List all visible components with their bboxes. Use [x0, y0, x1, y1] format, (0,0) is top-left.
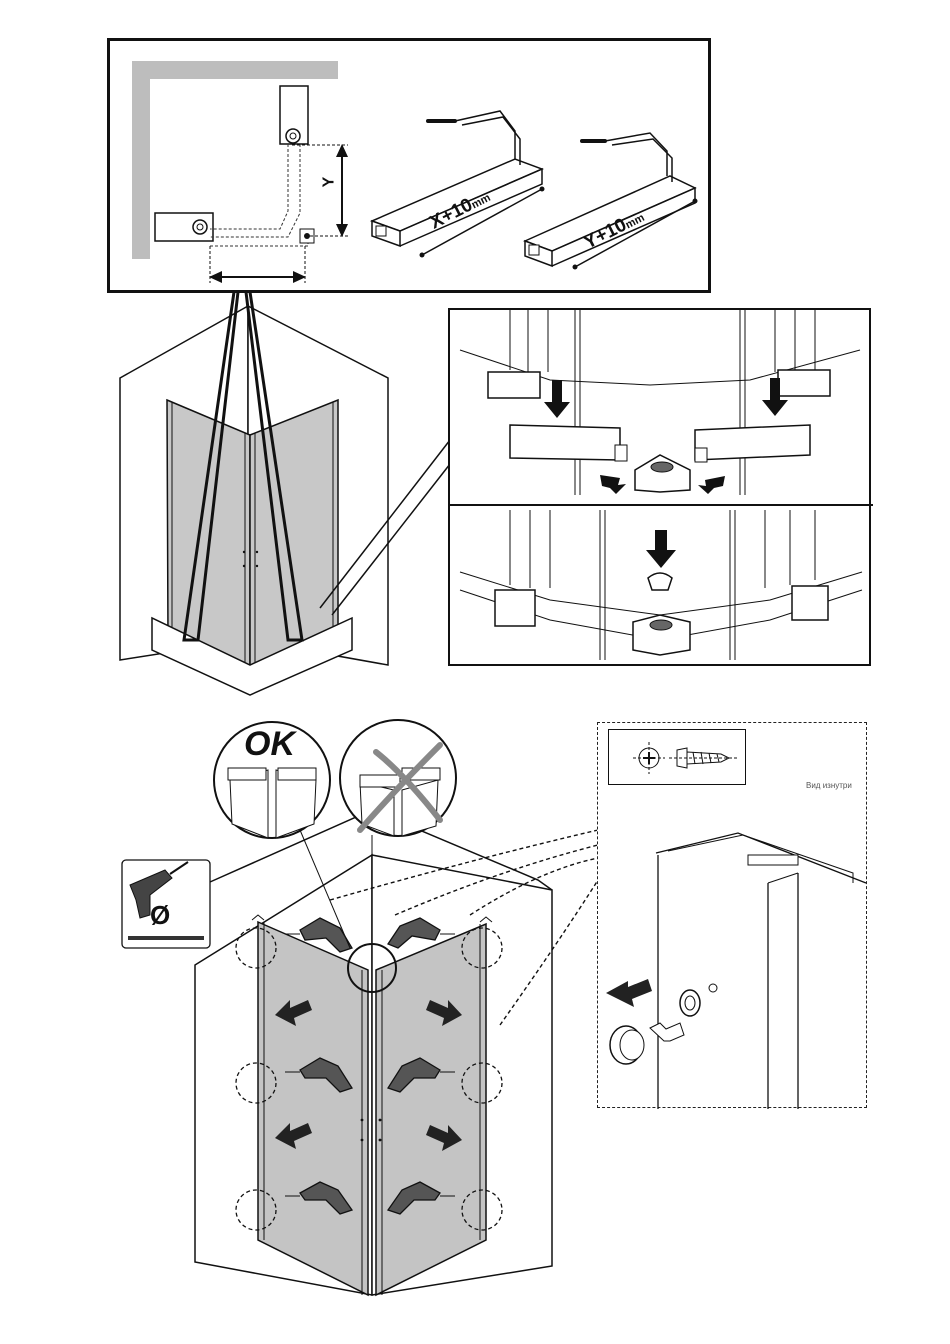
- insert-arrow: [606, 979, 652, 1007]
- fix-glass-left: [258, 922, 368, 1295]
- wrong-detail-circle: [340, 720, 456, 836]
- drill-diameter-symbol: Ø: [150, 900, 170, 931]
- screw-detail-panel: Вид изнутри: [597, 722, 867, 1108]
- ok-label: OK: [244, 725, 295, 764]
- screw-assembly-drawing: [598, 723, 868, 1109]
